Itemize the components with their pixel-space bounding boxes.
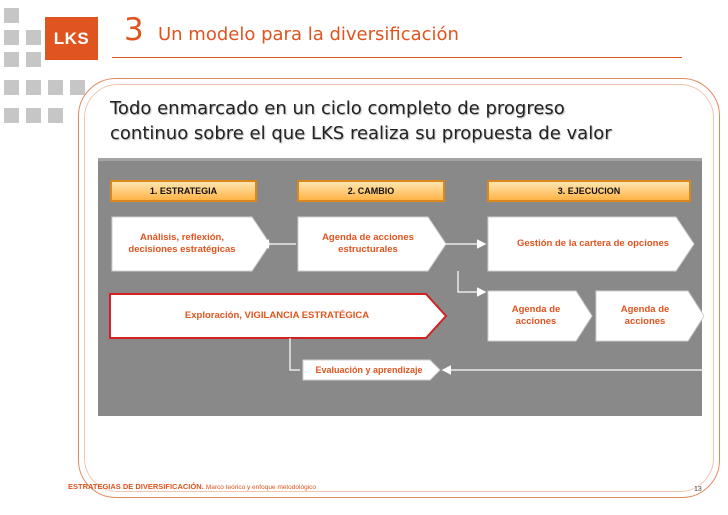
decor-square bbox=[70, 80, 85, 95]
content-frame-inner bbox=[84, 84, 714, 492]
decor-square bbox=[4, 80, 19, 95]
decor-square bbox=[26, 30, 41, 45]
node-evaluacion: Evaluación y aprendizaje bbox=[315, 365, 423, 375]
node-agenda-1-shape bbox=[487, 290, 593, 342]
lks-logo: LKS bbox=[45, 17, 98, 60]
footer-normal: Marco teórico y enfoque metodológico bbox=[205, 484, 317, 491]
decor-square bbox=[48, 80, 63, 95]
phase-estrategia: 1. ESTRATEGIA bbox=[110, 180, 257, 202]
decor-square bbox=[4, 108, 19, 123]
content-frame bbox=[78, 78, 720, 498]
node-agenda-2-shape bbox=[595, 290, 705, 342]
title-underline bbox=[112, 57, 682, 58]
node-exploracion-shape bbox=[109, 293, 448, 339]
slide-title: Un modelo para la diversificación bbox=[158, 24, 459, 45]
decor-square bbox=[4, 8, 19, 23]
connector-exploracion-to-evaluacion bbox=[289, 338, 300, 371]
node-agenda-estructurales: Agenda de acciones estructurales bbox=[322, 232, 414, 255]
phase-ejecucion: 3. EJECUCION bbox=[487, 180, 691, 202]
node-exploracion: Exploración, VIGILANCIA ESTRATÉGICA bbox=[184, 310, 370, 321]
footer-text: ESTRATEGIAS DE DIVERSIFICACIÓN. Marco te… bbox=[68, 482, 316, 491]
node-gestion: Gestión de la cartera de opciones bbox=[516, 238, 670, 249]
subtitle-line-1: Todo enmarcado en un ciclo completo de p… bbox=[110, 98, 565, 119]
node-agenda-2: Agenda de acciones bbox=[620, 304, 670, 327]
decor-square bbox=[4, 30, 19, 45]
decor-square bbox=[48, 108, 63, 123]
node-agenda-1: Agenda de acciones bbox=[511, 304, 561, 327]
node-analisis: Análisis, reflexión, decisiones estratég… bbox=[128, 232, 236, 255]
page-number: 13 bbox=[694, 486, 702, 493]
decor-square bbox=[26, 80, 41, 95]
node-gestion-shape bbox=[487, 216, 695, 272]
node-analisis-shape bbox=[111, 216, 271, 272]
subtitle: Todo enmarcado en un ciclo completo de p… bbox=[110, 96, 612, 146]
decor-square bbox=[26, 108, 41, 123]
node-evaluacion-shape bbox=[302, 359, 441, 381]
section-number: 3 bbox=[124, 12, 144, 48]
connector-agenda-return bbox=[704, 315, 707, 370]
decor-square bbox=[4, 52, 19, 67]
node-agenda-estructurales-shape bbox=[297, 216, 447, 272]
connector-cambio-to-agenda bbox=[457, 271, 487, 297]
footer-bold: ESTRATEGIAS DE DIVERSIFICACIÓN. bbox=[68, 482, 204, 491]
decor-square bbox=[26, 52, 41, 67]
phase-cambio: 2. CAMBIO bbox=[297, 180, 445, 202]
subtitle-line-2: continuo sobre el que LKS realiza su pro… bbox=[110, 123, 612, 144]
